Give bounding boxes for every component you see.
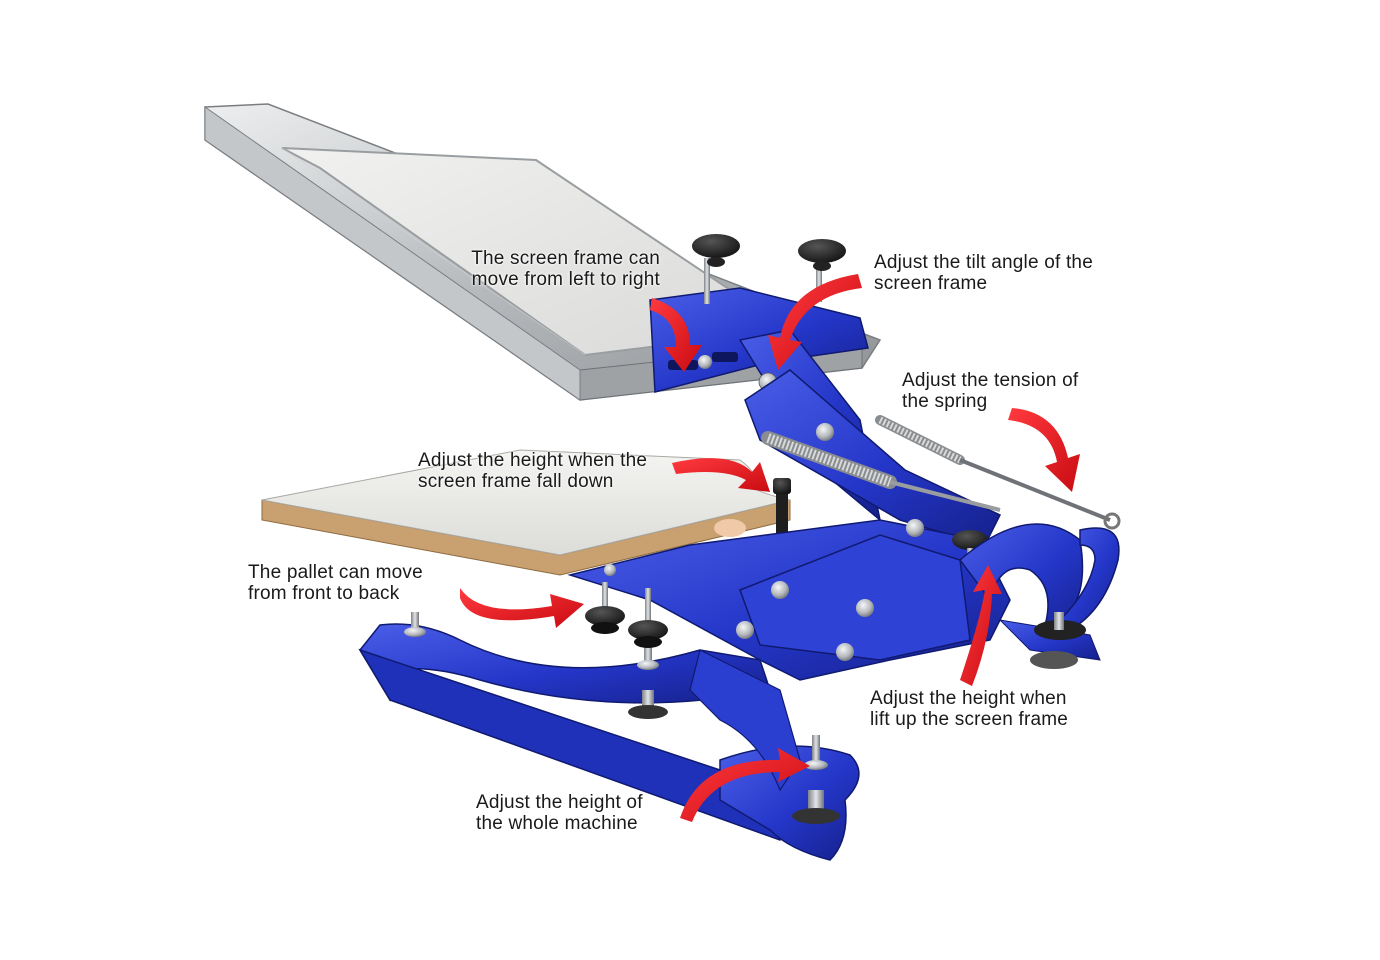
callout-pallet-move-line2: from front to back bbox=[248, 583, 400, 604]
base-front-foot bbox=[719, 745, 860, 861]
arrow-pallet-move bbox=[460, 588, 584, 628]
arrow-tilt-angle bbox=[768, 274, 862, 370]
callout-pallet-move: The pallet can move from front to back bbox=[248, 562, 423, 604]
callout-spring-tension-line2: the spring bbox=[902, 391, 988, 412]
callout-lift-height-line2: lift up the screen frame bbox=[870, 709, 1069, 730]
pallet bbox=[261, 449, 791, 576]
callout-machine-height-line2: the whole machine bbox=[476, 813, 638, 834]
callout-tilt-angle-line1: Adjust the tilt angle of the bbox=[874, 252, 1093, 273]
callout-fall-height-line2: screen frame fall down bbox=[418, 471, 614, 492]
upper-arm bbox=[744, 369, 1002, 546]
callout-lift-height: Adjust the height when lift up the scree… bbox=[870, 688, 1068, 730]
screen-frame-left-face bbox=[204, 106, 581, 401]
central-body bbox=[567, 519, 1011, 681]
arrow-machine-height bbox=[680, 748, 810, 822]
callout-spring-tension-line1: Adjust the tension of bbox=[902, 370, 1079, 391]
callout-screen-move-line1: The screen frame can bbox=[471, 248, 660, 269]
rear-hook-arm bbox=[958, 523, 1120, 669]
base-hardware bbox=[404, 612, 840, 824]
callout-screen-move-line2: move from left to right bbox=[471, 269, 660, 290]
arrow-screen-move bbox=[650, 298, 702, 372]
spring bbox=[761, 415, 1121, 530]
callout-spring-tension: Adjust the tension of the spring bbox=[902, 370, 1078, 412]
callout-fall-height-line1: Adjust the height when the bbox=[418, 450, 648, 471]
callout-screen-move: The screen frame can move from left to r… bbox=[440, 248, 660, 290]
clamp-knob-right bbox=[798, 239, 846, 302]
callout-pallet-move-line1: The pallet can move bbox=[248, 562, 423, 583]
pallet-knob-right bbox=[628, 588, 668, 648]
pallet-knob-left bbox=[585, 582, 625, 634]
arrow-fall-height bbox=[672, 458, 770, 492]
callout-machine-height: Adjust the height of the whole machine bbox=[476, 792, 643, 834]
arrow-spring-tension bbox=[1008, 408, 1080, 492]
callout-lift-height-line1: Adjust the height when bbox=[870, 688, 1067, 709]
callout-fall-height: Adjust the height when the screen frame … bbox=[418, 450, 647, 492]
base-mid-brace bbox=[689, 649, 801, 792]
clamp-knob-left bbox=[692, 234, 740, 304]
callout-tilt-angle: Adjust the tilt angle of the screen fram… bbox=[874, 252, 1093, 294]
arrow-lift-height bbox=[960, 565, 1002, 686]
callout-tilt-angle-line2: screen frame bbox=[874, 273, 988, 294]
callout-machine-height-line1: Adjust the height of bbox=[476, 792, 643, 813]
